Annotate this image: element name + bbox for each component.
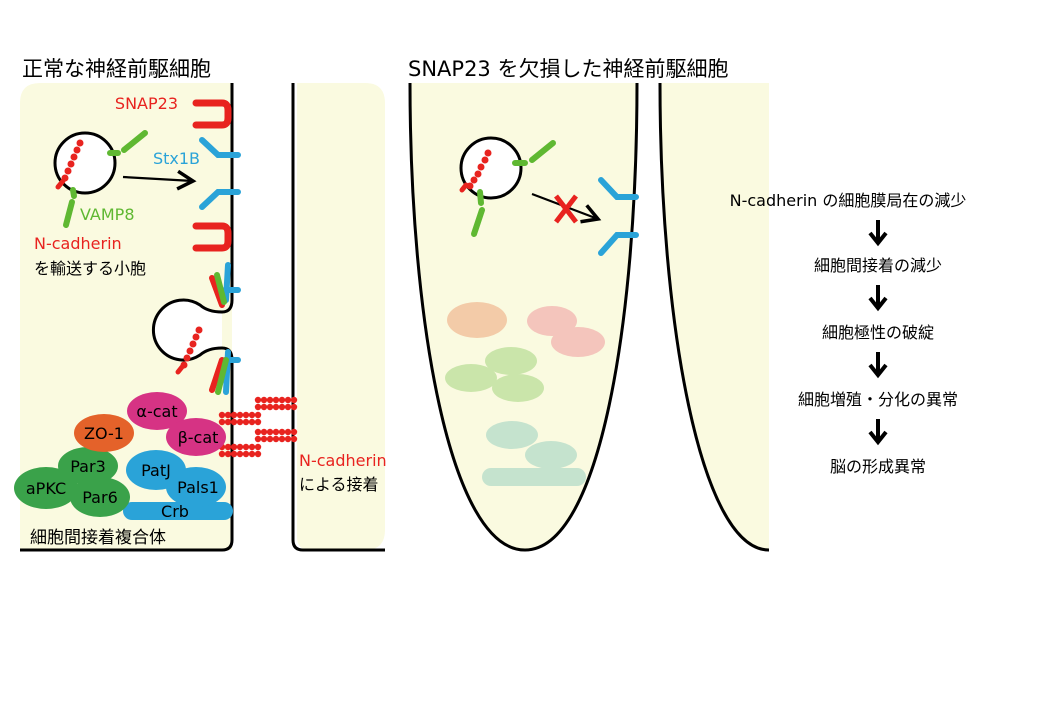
ncadherin-bead (230, 443, 238, 451)
junction-complex: Crb PatJ Pals1 Par3 aPKC Par6 ZO-1 α-cat… (14, 392, 233, 521)
consequence-item: 細胞極性の破綻 (822, 323, 934, 342)
transport-arrow (122, 169, 197, 191)
ncadherin-bead (248, 418, 256, 426)
ncadherin-bead (248, 411, 256, 419)
ncadherin-bead (254, 428, 262, 436)
ncadherin-bead (236, 411, 244, 419)
vesicle-label: を輸送する小胞 (34, 259, 146, 278)
ncadherin-bead (278, 403, 286, 411)
ncadherin-bead (254, 418, 262, 426)
ncadherin-bead (266, 396, 274, 404)
ncadherin-bead (260, 403, 268, 411)
adhesion-label: による接着 (299, 475, 379, 494)
ncadherin-bead (254, 403, 262, 411)
ncadherin-bead (266, 435, 274, 443)
ncadherin-bead (236, 450, 244, 458)
ncadherin-bead (284, 435, 292, 443)
stx1b-label: Stx1B (153, 149, 200, 168)
ncadherin-bead (224, 450, 232, 458)
stx1b-protein (598, 177, 639, 256)
ncadherin-bead (242, 443, 250, 451)
ncadherin-bead (242, 411, 250, 419)
ncadherin-bead (266, 403, 274, 411)
consequence-item: 細胞増殖・分化の異常 (798, 390, 958, 409)
consequence-item: 細胞間接着の減少 (814, 256, 942, 275)
fusing-vesicle (151, 298, 223, 375)
protein-par6: Par6 (82, 488, 118, 507)
protein-zo1: ZO-1 (84, 424, 124, 443)
ncadherin-bead (242, 418, 250, 426)
ncadherin-bead (284, 428, 292, 436)
ncadherin-bead (242, 450, 250, 458)
protein-apkc: aPKC (26, 479, 66, 498)
ncadherin-bead (290, 403, 298, 411)
ncadherin-adhesion-label: N-cadherin (299, 451, 387, 470)
faded-junction-complex (445, 302, 605, 486)
ncadherin-adhesion (218, 396, 298, 458)
protein-par3: Par3 (70, 457, 106, 476)
ncadherin-vesicle-label: N-cadherin (34, 234, 122, 253)
ncadherin-bead (272, 396, 280, 404)
protein-alpha-cat: α-cat (136, 402, 177, 421)
vamp8-label: VAMP8 (80, 205, 135, 224)
block-x-icon (554, 194, 578, 224)
junction-complex-label: 細胞間接着複合体 (30, 528, 166, 548)
ncadherin-bead (248, 450, 256, 458)
ncadherin-bead (278, 396, 286, 404)
ncadherin-bead (254, 443, 262, 451)
ncadherin-bead (284, 403, 292, 411)
snap23-label: SNAP23 (115, 94, 178, 113)
title-normal: 正常な神経前駆細胞 (22, 57, 211, 81)
ncadherin-bead (272, 435, 280, 443)
protein-crb: Crb (161, 502, 189, 521)
protein-patj: PatJ (141, 461, 171, 480)
ncadherin-bead (236, 418, 244, 426)
down-arrow-icon (868, 220, 888, 446)
vesicle (53, 130, 148, 228)
protein-beta-cat: β-cat (178, 428, 219, 447)
ncadherin-bead (236, 443, 244, 451)
ncadherin-bead (278, 435, 286, 443)
ncadherin-bead (290, 428, 298, 436)
vesicle (459, 136, 556, 237)
ncadherin-bead (278, 428, 286, 436)
ncadherin-bead (290, 435, 298, 443)
protein-pals1: Pals1 (177, 478, 219, 497)
ncadherin-bead (230, 450, 238, 458)
snare-complex (209, 272, 229, 395)
ncadherin-bead (254, 396, 262, 404)
ncadherin-bead (218, 411, 226, 419)
ncadherin-bead (218, 450, 226, 458)
ncadherin-bead (224, 411, 232, 419)
snap23-protein (192, 99, 232, 252)
ncadherin-bead (254, 450, 262, 458)
ncadherin-bead (272, 403, 280, 411)
consequence-item: N-cadherin の細胞膜局在の減少 (730, 191, 967, 210)
ncadherin-bead (260, 435, 268, 443)
ncadherin-bead (254, 411, 262, 419)
consequence-flow: N-cadherin の細胞膜局在の減少 細胞間接着の減少 細胞極性の破綻 細胞… (730, 191, 967, 476)
ncadherin-bead (230, 418, 238, 426)
title-knockout: SNAP23 を欠損した神経前駆細胞 (408, 57, 728, 81)
ncadherin-bead (260, 428, 268, 436)
ncadherin-bead (254, 435, 262, 443)
ncadherin-bead (224, 418, 232, 426)
ncadherin-bead (284, 396, 292, 404)
ncadherin-bead (230, 411, 238, 419)
ncadherin-bead (218, 418, 226, 426)
knockout-cell (408, 82, 770, 552)
ncadherin-bead (260, 396, 268, 404)
ncadherin-bead (224, 443, 232, 451)
ncadherin-bead (266, 428, 274, 436)
ncadherin-bead (248, 443, 256, 451)
ncadherin-bead (272, 428, 280, 436)
consequence-item: 脳の形成異常 (830, 457, 926, 476)
ncadherin-bead (290, 396, 298, 404)
